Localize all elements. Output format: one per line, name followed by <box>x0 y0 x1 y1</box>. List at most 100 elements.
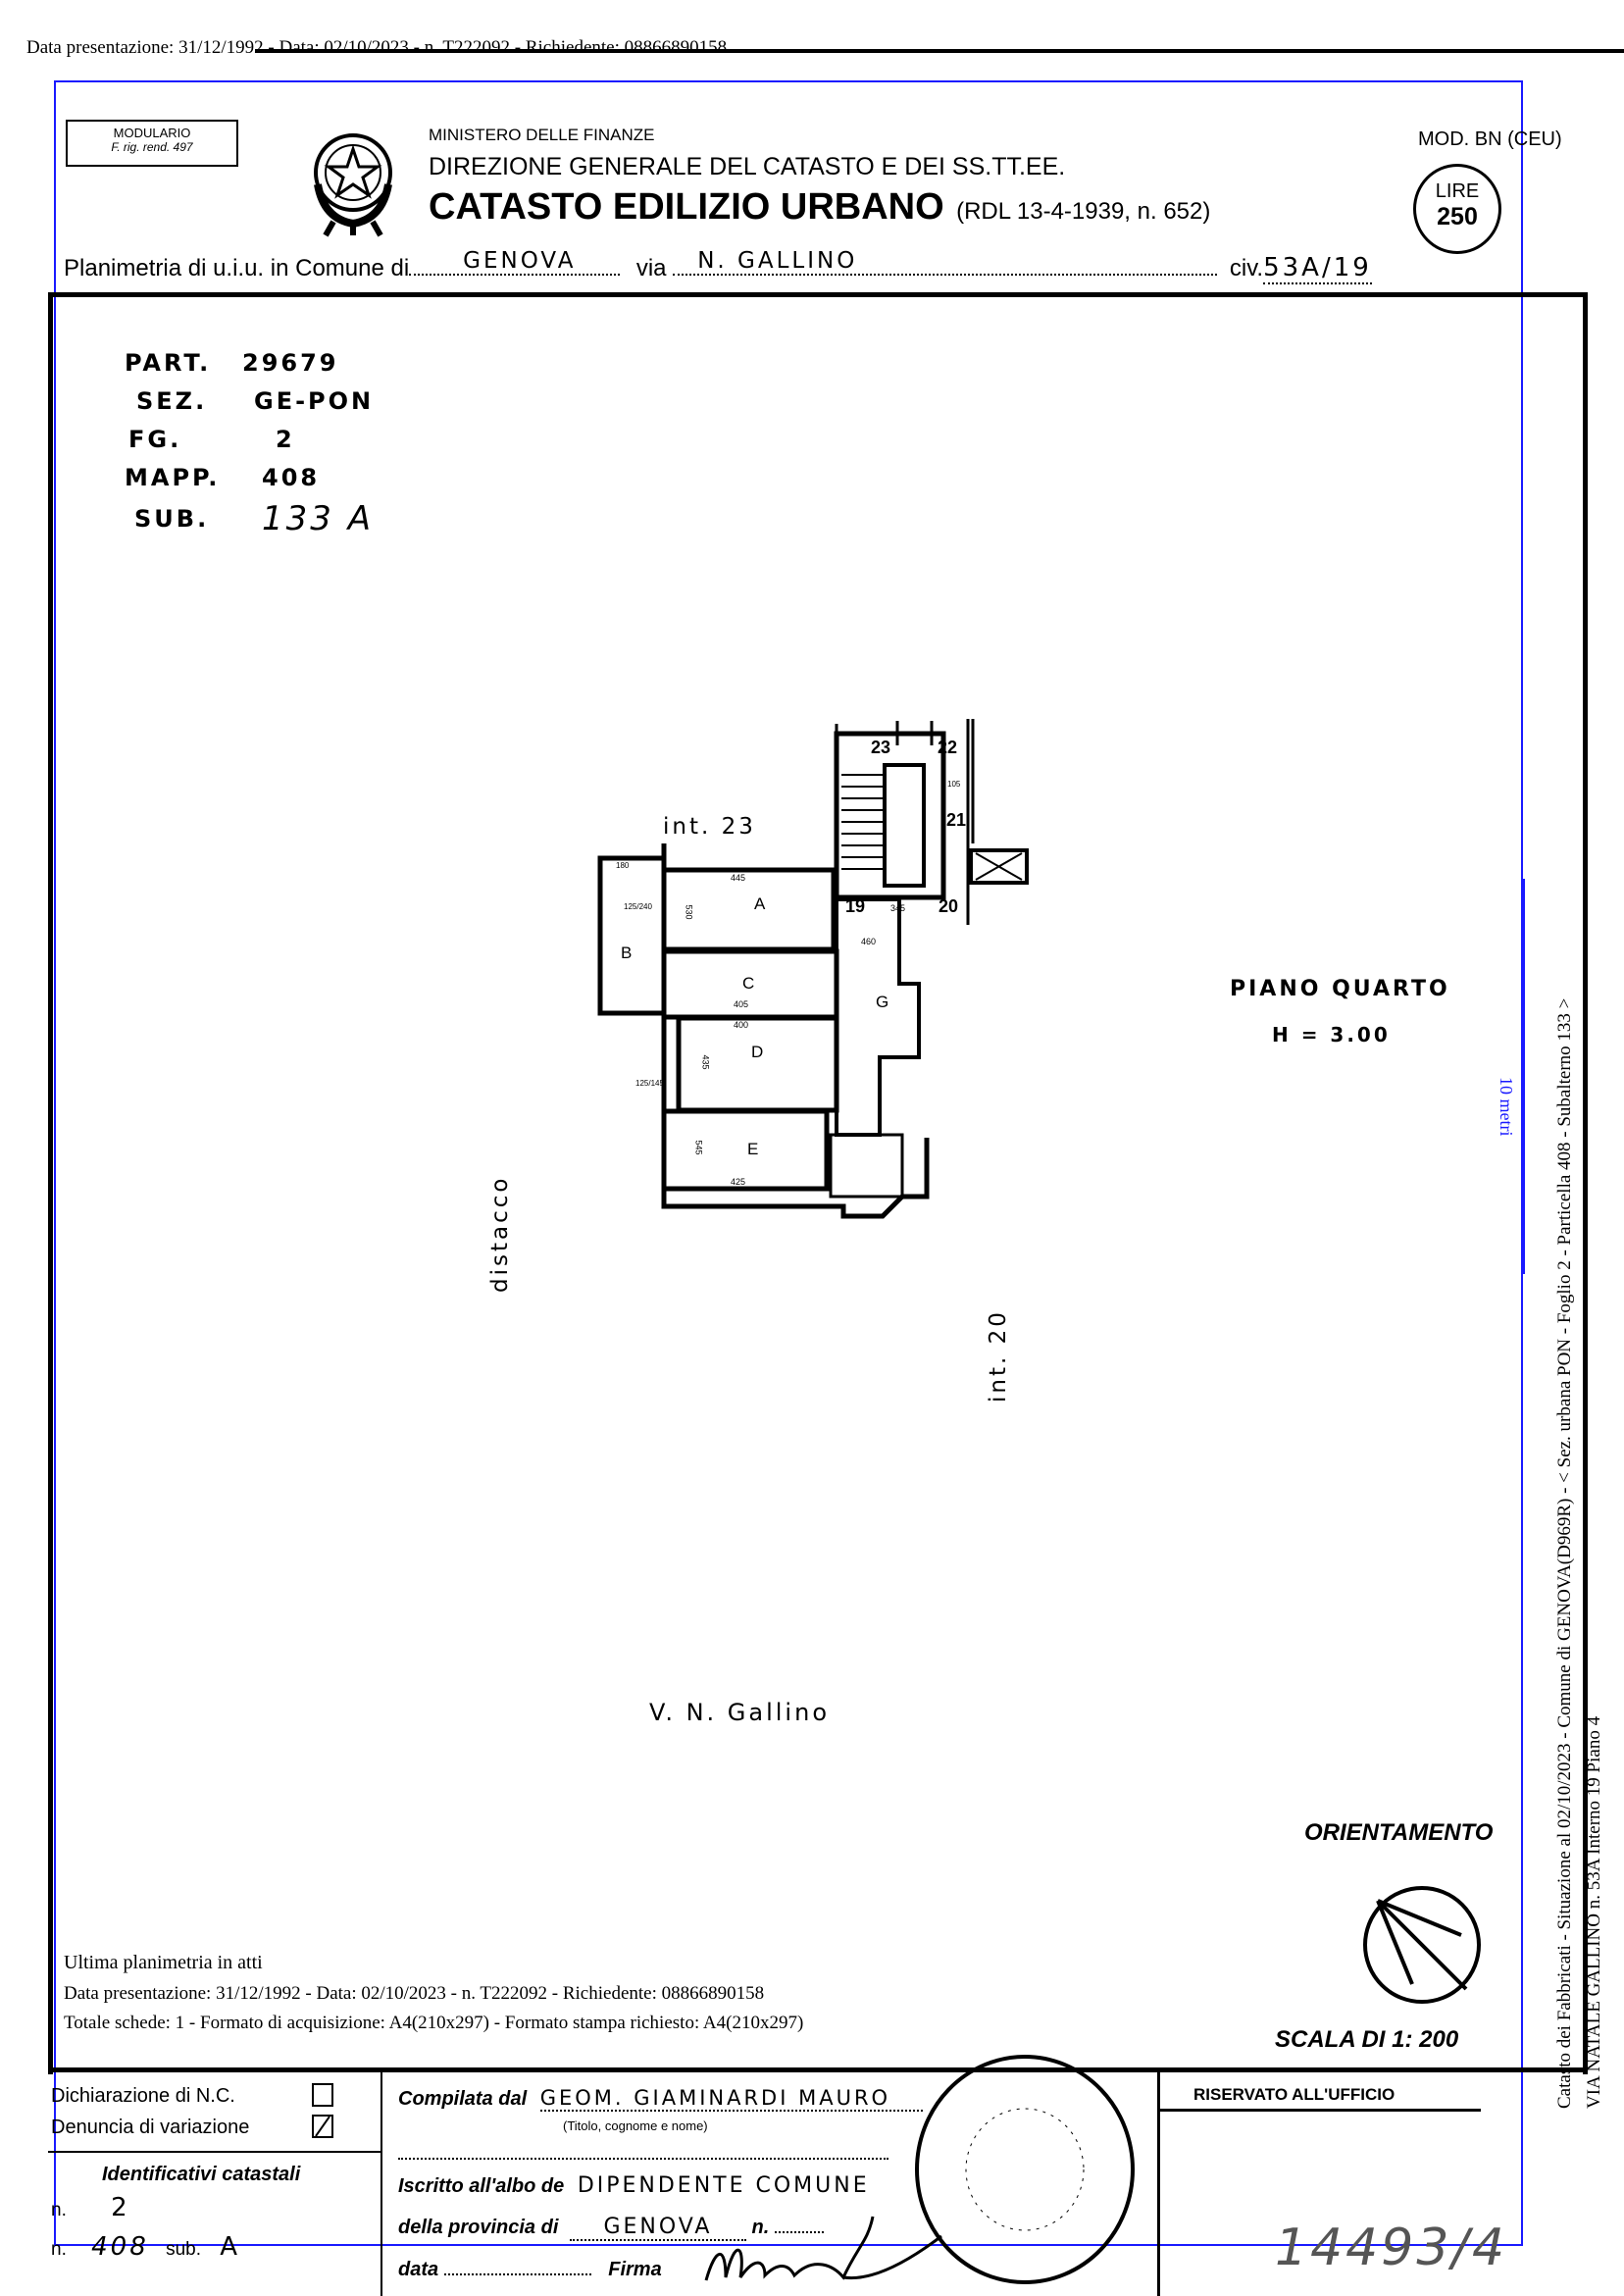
room-label-g: G <box>876 993 889 1011</box>
modulario-box: MODULARIO F. rig. rend. 497 <box>66 120 238 167</box>
title-text: CATASTO EDILIZIO URBANO <box>429 186 944 228</box>
identifier-sez: SEZ.GE-PON <box>125 382 374 420</box>
room-label-c: C <box>742 974 755 993</box>
room-label-a: A <box>754 894 766 913</box>
office-stamp-icon <box>915 2055 1135 2284</box>
scale-bar <box>1523 879 1525 1274</box>
last-plan-overlay: Ultima planimetria in atti <box>64 1952 263 1973</box>
comune-value: GENOVA <box>463 248 577 274</box>
variation-checkbox[interactable] <box>312 2115 333 2138</box>
dim-e-width: 425 <box>731 1177 746 1187</box>
unit-21: 21 <box>946 810 967 830</box>
register-row: Iscritto all'albo de DIPENDENTE COMUNE <box>398 2173 870 2198</box>
date-signature-row: data Firma <box>398 2259 662 2281</box>
street-label: V. N. Gallino <box>649 1699 830 1726</box>
checkmark-icon <box>315 2116 330 2137</box>
dim-landing: 345 <box>890 903 906 913</box>
dim-d-width: 400 <box>734 1020 749 1030</box>
top-rule <box>255 49 1624 53</box>
cadastre-situation-side: Catasto dei Fabbricati - Situazione al 0… <box>1554 997 1575 2109</box>
plan-label: Planimetria di u.i.u. in Comune di <box>64 255 410 281</box>
identifier-label: MAPP. <box>125 463 221 491</box>
province-value: GENOVA <box>569 2215 746 2241</box>
law-reference: (RDL 13-4-1939, n. 652) <box>956 198 1211 225</box>
dim-d-depth: 435 <box>700 1054 711 1070</box>
ids-n2-row: n. 408 sub. A <box>51 2232 240 2262</box>
sub-label: sub. <box>166 2239 201 2260</box>
model-code: MOD. BN (CEU) <box>1418 128 1562 150</box>
identifier-part: PART.29679 <box>125 343 374 382</box>
compiled-extra-line <box>398 2156 888 2160</box>
document-title: CATASTO EDILIZIO URBANO (RDL 13-4-1939, … <box>429 186 1210 229</box>
unit-23: 23 <box>871 738 891 757</box>
dim-corridor: 460 <box>861 937 877 946</box>
unit-19: 19 <box>845 896 866 916</box>
dim-a-depth: 530 <box>684 904 694 920</box>
n2-label: n. <box>51 2239 67 2260</box>
orientation-label: ORIENTAMENTO <box>1304 1819 1494 1846</box>
sub-value: A <box>220 2232 241 2262</box>
via-label: via <box>635 255 667 281</box>
signature-icon <box>704 2216 942 2281</box>
sheet-format-info: Totale schede: 1 - Formato di acquisizio… <box>64 2013 804 2033</box>
room-label-d: D <box>751 1043 764 1061</box>
ids-n-row: n. 2 <box>51 2193 130 2222</box>
dim-e-depth: 545 <box>693 1140 704 1155</box>
identifier-value: 133 A <box>262 498 374 538</box>
frame-right <box>1521 80 1523 2246</box>
identifier-label: FG. <box>128 425 182 453</box>
footer-left-rule <box>48 2151 381 2153</box>
frame-left <box>54 80 56 2246</box>
variation-label: Denuncia di variazione <box>51 2117 250 2138</box>
height-label: H = 3.00 <box>1272 1023 1391 1046</box>
frame-bottom <box>54 2244 1523 2246</box>
stairwell <box>834 731 946 900</box>
office-number: 14493/4 <box>1275 2219 1508 2277</box>
province-row: della provincia di GENOVA n. <box>398 2215 824 2241</box>
footer-divider-2 <box>1157 2069 1160 2296</box>
unit-22: 22 <box>938 738 958 757</box>
room-label-b: B <box>621 944 633 962</box>
via-value: N. GALLINO <box>697 248 858 274</box>
unit-20: 20 <box>939 896 959 916</box>
register-label: Iscritto all'albo de <box>398 2175 565 2197</box>
dim-window-d: 125/145 <box>635 1079 664 1088</box>
identifier-label: SUB. <box>134 504 210 533</box>
room-f <box>829 1133 904 1199</box>
signature-label: Firma <box>608 2259 662 2280</box>
n2-value: 408 <box>91 2232 149 2262</box>
direction-label: DIREZIONE GENERALE DEL CATASTO E DEI SS.… <box>429 153 1066 180</box>
identifier-value: 408 <box>262 463 321 491</box>
stamp-currency: LIRE <box>1435 180 1480 202</box>
province-label: della provincia di <box>398 2217 559 2238</box>
setback-label: distacco <box>487 1175 513 1293</box>
nc-declaration-checkbox[interactable] <box>312 2083 333 2107</box>
identifier-label: PART. <box>125 348 212 377</box>
identifier-value: 2 <box>276 425 295 453</box>
frame-top <box>54 80 1523 82</box>
corridor-g <box>835 897 921 1137</box>
revenue-stamp: LIRE 250 <box>1413 164 1501 254</box>
identifier-fg: FG. 2 <box>125 420 374 458</box>
address-side: VIA NATALE GALLINO n. 53A Interno 19 Pia… <box>1584 1715 1604 2109</box>
submission-info-footer: Data presentazione: 31/12/1992 - Data: 0… <box>64 1983 765 2004</box>
identifier-sub: SUB. 133 A <box>125 496 374 540</box>
shaft-wall <box>966 719 975 925</box>
room-label-e: E <box>747 1140 759 1158</box>
n-value: 2 <box>111 2193 130 2222</box>
civ-label: civ. <box>1229 255 1264 281</box>
modulario-title: MODULARIO <box>113 126 191 140</box>
dim-window-a: 125/240 <box>624 902 652 911</box>
n-label: n. <box>51 2200 67 2220</box>
identifier-value: GE-PON <box>254 386 375 415</box>
compiled-label: Compilata dal <box>398 2088 528 2110</box>
office-rule <box>1157 2109 1481 2112</box>
room-b-balcony <box>597 855 667 1016</box>
ids-label: Identificativi catastali <box>102 2164 301 2185</box>
republic-emblem-icon <box>314 133 392 237</box>
plan-frame <box>48 292 1588 2074</box>
plan-location-line: Planimetria di u.i.u. in Comune di GENOVA… <box>64 248 1372 284</box>
dim-a-width: 445 <box>731 873 746 883</box>
neighbor-top-label: int. 23 <box>663 814 756 840</box>
